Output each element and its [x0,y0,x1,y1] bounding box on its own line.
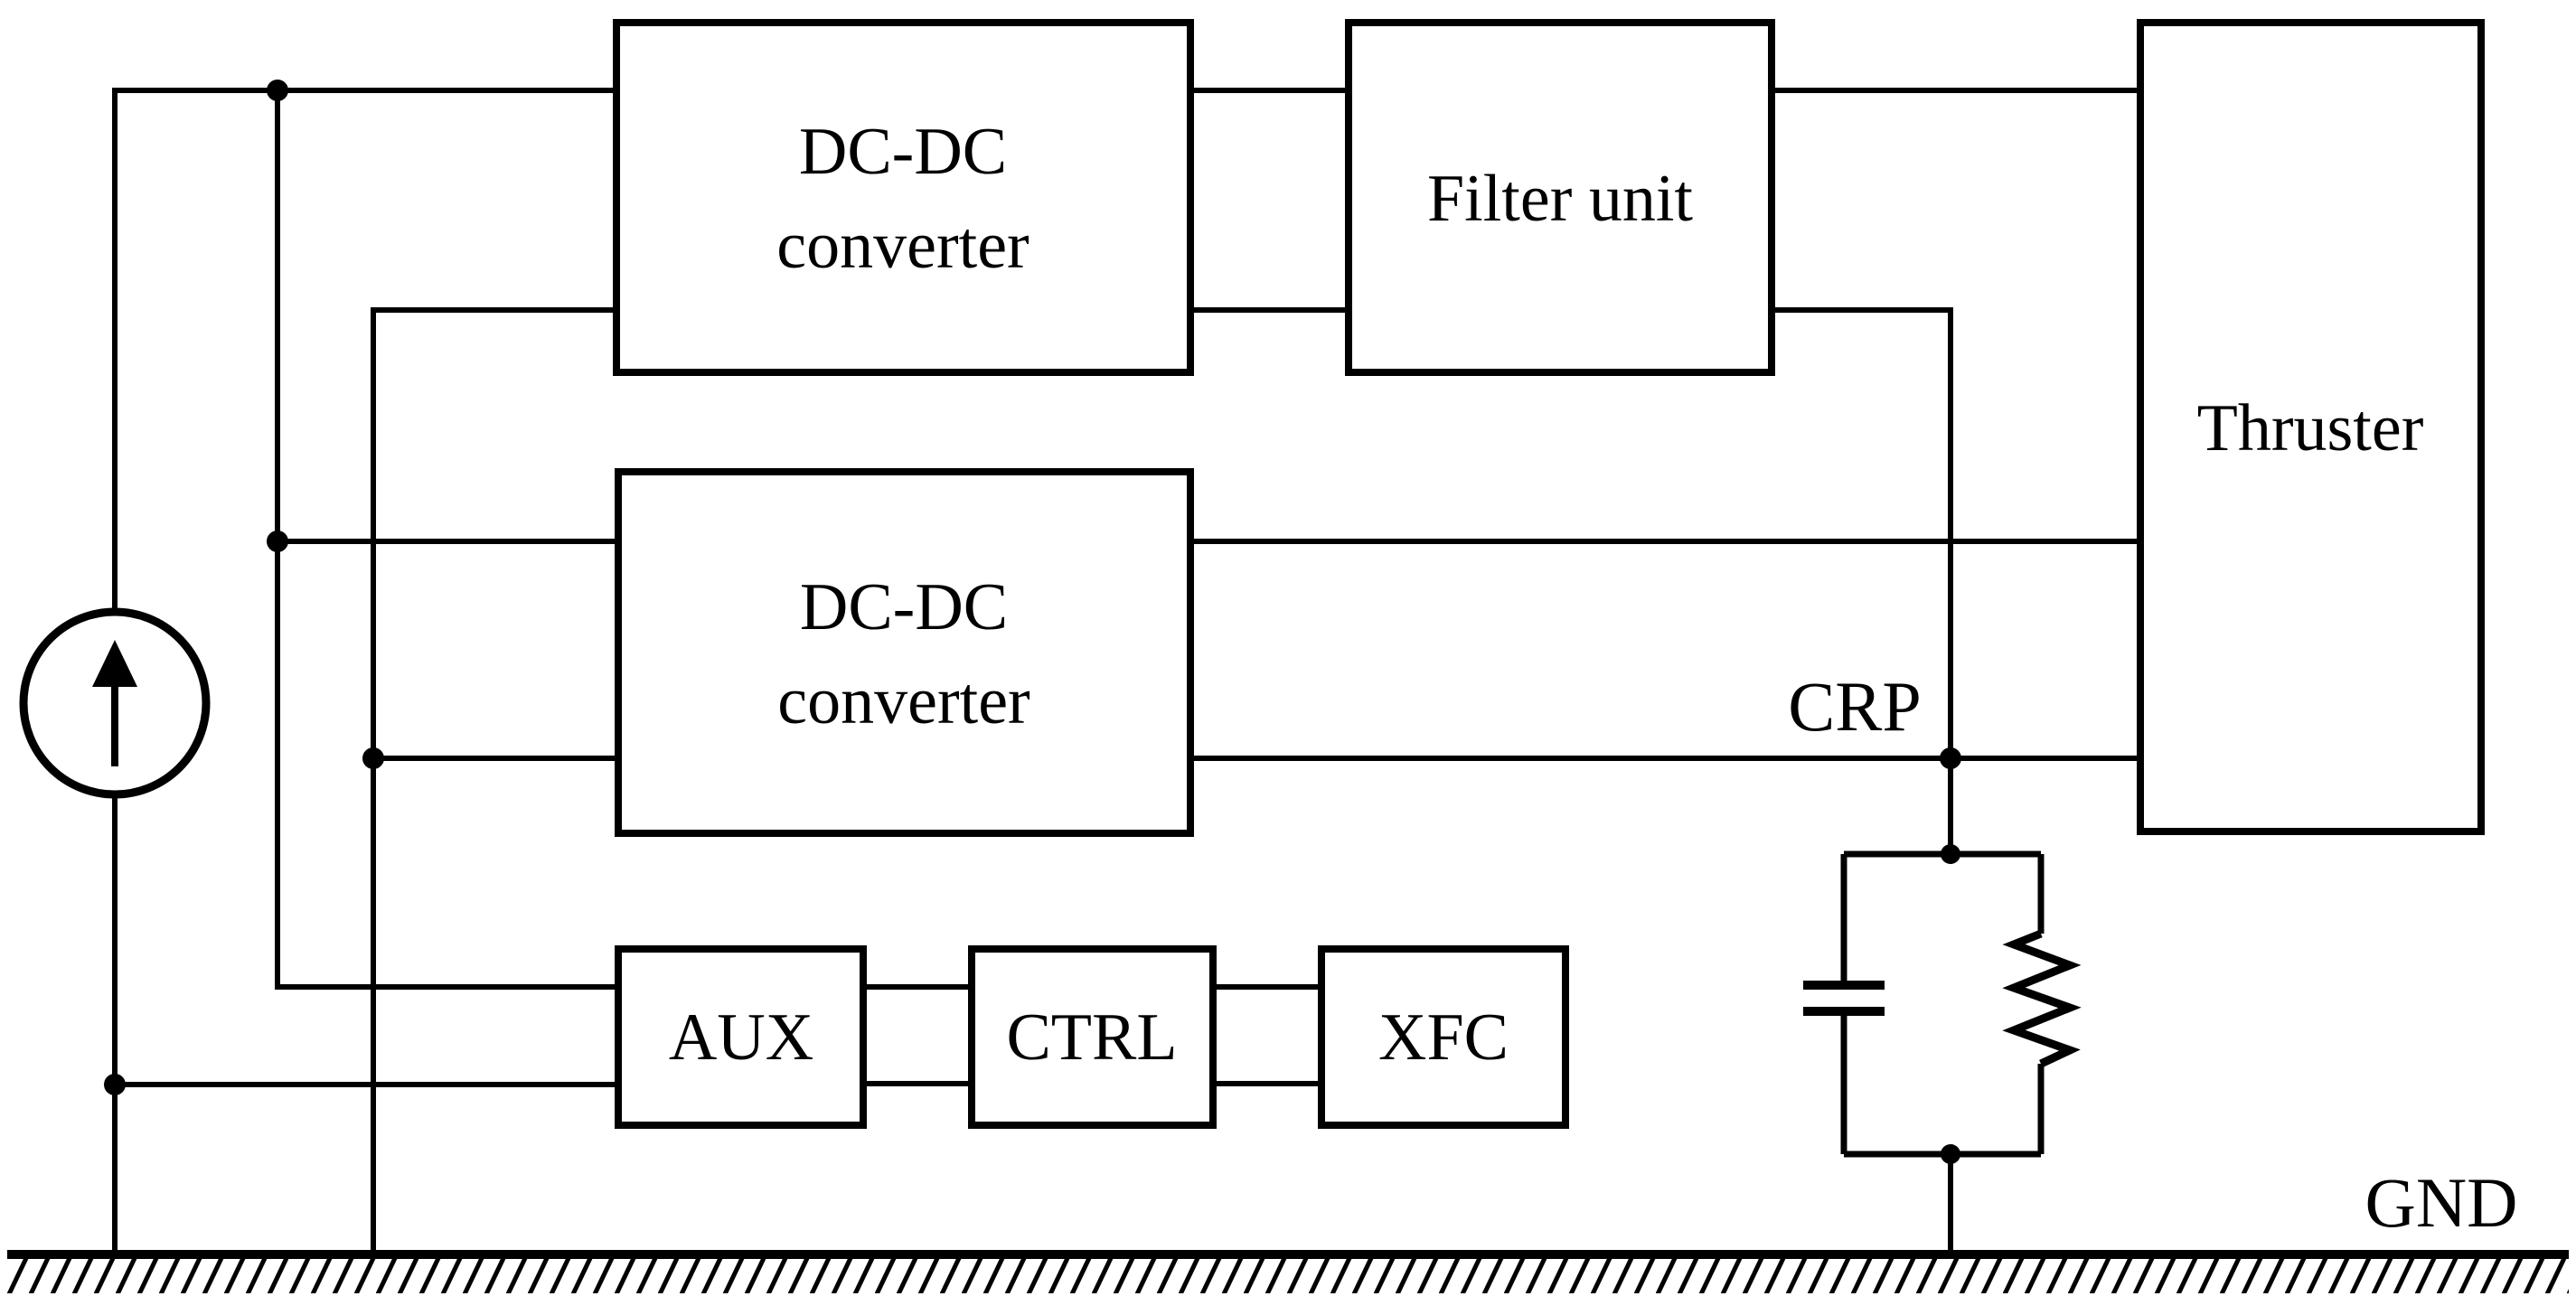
wire [371,307,616,1254]
ctrl-box [968,945,1217,1129]
xfc-box [1318,945,1569,1129]
thruster-label: Thruster [2197,391,2424,465]
filter-unit-label: Filter unit [1427,162,1693,236]
wire [275,90,618,990]
labels: DC-DC converter Filter unit DC-DC conver… [669,115,2518,1242]
junction-dot [104,1074,126,1095]
junction-dot [1941,844,1960,864]
current-source-symbol [19,607,211,799]
dcdc-converter-bottom-box [615,468,1194,837]
wires [112,88,2140,1256]
dcdc-top-label-line1: DC-DC [799,115,1007,189]
dcdc-top-label-line2: converter [776,209,1029,283]
blocks [613,19,2485,1129]
aux-label: AUX [669,1000,813,1075]
wire [112,88,616,613]
dcdc-bottom-label-line2: converter [777,664,1029,738]
rc-network [1803,850,2082,1158]
wire [1772,307,1953,854]
junction-dot [1940,747,1961,769]
junction-dot [267,531,288,552]
ground-symbol [7,1250,2569,1293]
ground-hatching [7,1259,2569,1293]
dcdc-bottom-label-line1: DC-DC [800,570,1008,644]
resistor-zigzag [2002,929,2082,1068]
junction-dot [362,747,384,769]
arrow-up-icon [92,640,137,687]
capacitor-symbol [1803,854,1885,1154]
gnd-net-label: GND [2365,1163,2518,1242]
dcdc-converter-top-box [613,19,1194,376]
crp-net-label: CRP [1788,667,1921,746]
filter-unit-box [1345,19,1775,376]
ctrl-label: CTRL [1006,1000,1177,1075]
ground-bar [7,1250,2569,1259]
thruster-box [2137,19,2485,835]
junction-dot [1941,1144,1960,1164]
junction-dots [104,80,1961,1164]
resistor-symbol [2002,854,2082,1154]
aux-box [615,945,867,1129]
xfc-label: XFC [1378,1000,1509,1075]
junction-dot [267,80,288,101]
